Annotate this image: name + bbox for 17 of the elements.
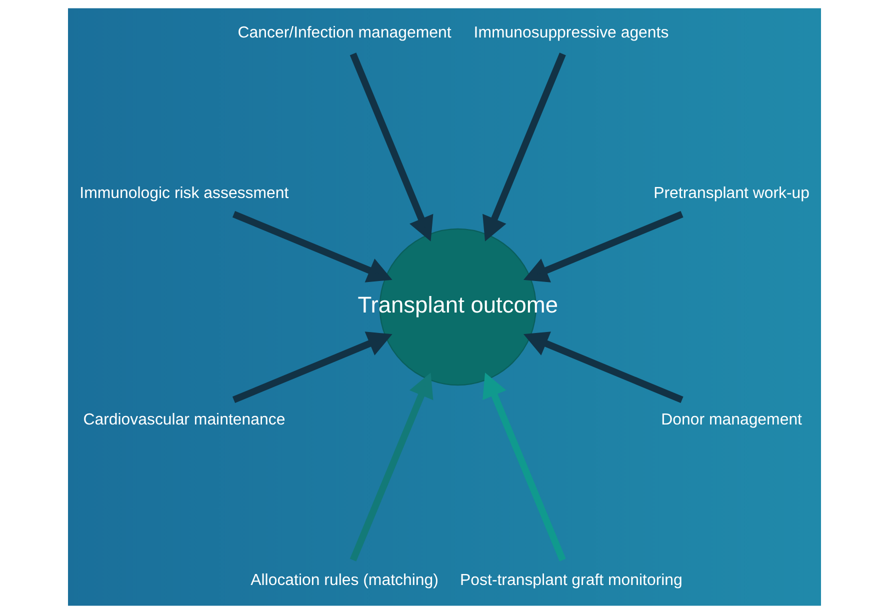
node-text: Cancer/Infection management [237,24,451,42]
arrow [232,332,392,403]
arrow [349,52,433,242]
arrow [482,372,566,562]
node-text: Pretransplant work-up [653,184,810,202]
arrow [522,332,683,403]
arrow [522,211,683,282]
node-text: Allocation rules (matching) [250,572,438,589]
node-label: Transplant outcome [357,292,558,318]
node-text: Immunologic risk assessment [79,184,288,202]
node-text: Immunosuppressive agents [473,24,668,42]
node-text: Donor management [660,412,802,429]
node-text: Cardiovascular maintenance [82,412,285,429]
arrow [482,52,566,242]
arrow [232,211,392,282]
arrow [349,372,433,562]
node-text: Post-transplant graft monitoring [460,572,682,589]
